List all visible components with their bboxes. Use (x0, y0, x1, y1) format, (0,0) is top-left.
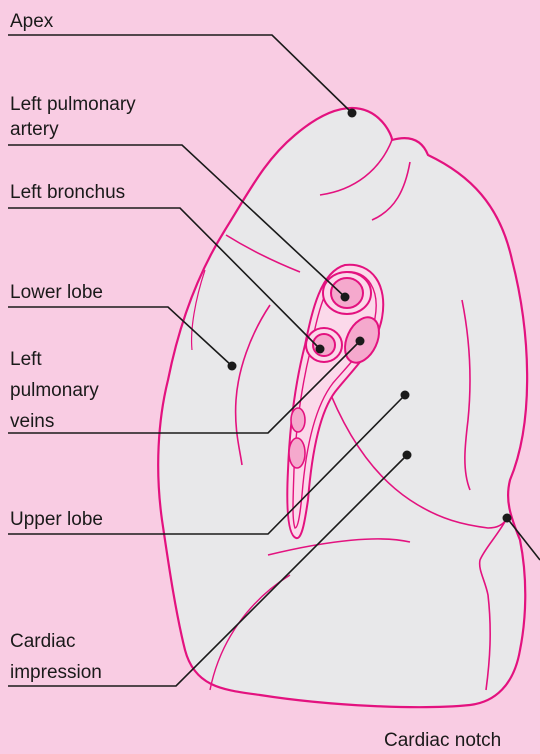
dot-apex (348, 109, 357, 118)
dot-upper-lobe (401, 391, 410, 400)
lung-outline (158, 108, 527, 707)
label-left-pulmonary-artery: Left pulmonary artery (10, 92, 136, 142)
dot-lower-lobe (228, 362, 237, 371)
label-apex: Apex (10, 9, 53, 34)
left-pulmonary-vein-lower-2 (289, 438, 305, 468)
label-left-pulmonary-veins: Left pulmonary veins (10, 344, 99, 437)
label-left-pulmonary-veins-line1: Left (10, 344, 99, 375)
label-left-pulmonary-veins-line2: pulmonary (10, 375, 99, 406)
label-cardiac-notch: Cardiac notch (384, 728, 501, 753)
left-pulmonary-vein-lower-1 (291, 408, 305, 432)
label-lower-lobe: Lower lobe (10, 280, 103, 305)
label-left-pulmonary-veins-line3: veins (10, 406, 99, 437)
dot-left-pulmonary-artery (341, 293, 350, 302)
dot-left-pulmonary-veins (356, 337, 365, 346)
label-cardiac-impression: Cardiac impression (10, 626, 102, 688)
label-left-pulmonary-artery-line1: Left pulmonary (10, 92, 136, 117)
label-upper-lobe: Upper lobe (10, 507, 103, 532)
label-left-pulmonary-artery-line2: artery (10, 117, 136, 142)
label-left-bronchus: Left bronchus (10, 180, 125, 205)
label-cardiac-impression-line1: Cardiac (10, 626, 102, 657)
dot-left-bronchus (316, 345, 325, 354)
dot-cardiac-impression (403, 451, 412, 460)
dot-cardiac-notch (503, 514, 512, 523)
label-cardiac-impression-line2: impression (10, 657, 102, 688)
